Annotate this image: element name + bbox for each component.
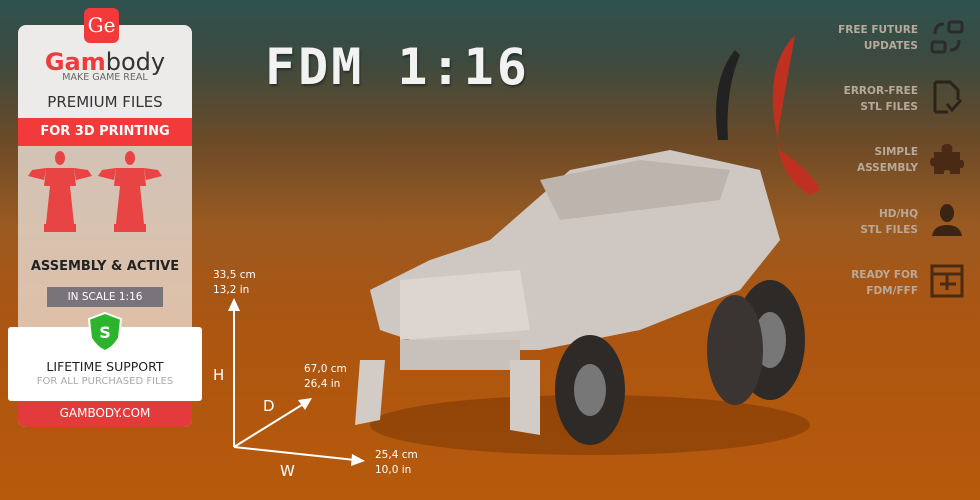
file-check-icon [933, 80, 963, 114]
brand-part1: Gam [44, 48, 106, 76]
feature-simple-assembly: SIMPLE ASSEMBLY [857, 144, 918, 176]
sync-icon [930, 20, 964, 54]
ironman-icon [932, 204, 962, 236]
premium-files-label: PREMIUM FILES [47, 93, 163, 111]
tagline: MAKE GAME REAL [62, 72, 148, 83]
width-in: 10,0 in [375, 464, 412, 476]
figures-area [18, 146, 192, 336]
feature-error-free: ERROR-FREE STL FILES [844, 83, 918, 115]
assembly-figures-icon [28, 151, 162, 232]
printer-icon [930, 264, 964, 298]
brand-part2: body [105, 48, 166, 76]
for-3d-printing-banner: FOR 3D PRINTING [18, 118, 192, 146]
feature-fdm-ready: READY FOR FDM/FFF [851, 267, 918, 299]
support-title: LIFETIME SUPPORT [46, 359, 164, 374]
feature-line2: STL FILES [860, 224, 918, 236]
support-subtitle: FOR ALL PURCHASED FILES [36, 376, 174, 387]
height-cm: 33,5 cm [213, 269, 256, 281]
shield-icon: S [87, 312, 123, 352]
scale-badge: IN SCALE 1:16 [47, 287, 163, 307]
assembly-active-label: ASSEMBLY & ACTIVE [30, 259, 180, 274]
depth-cm: 67,0 cm [304, 363, 347, 375]
feature-line1: FREE FUTURE [838, 24, 918, 36]
width-label: W [280, 462, 295, 480]
depth-in: 26,4 in [304, 378, 341, 390]
height-in: 13,2 in [213, 284, 250, 296]
width-cm: 25,4 cm [375, 449, 418, 461]
feature-line1: HD/HQ [878, 208, 918, 220]
feature-line1: ERROR-FREE [843, 85, 918, 97]
gambody-site-link[interactable]: GAMBODY.COM [18, 401, 192, 427]
feature-line2: UPDATES [863, 40, 918, 52]
feature-line1: READY FOR [851, 269, 918, 281]
depth-label: D [263, 397, 275, 415]
depth-dimension: 67,0 cm 26,4 in [304, 362, 347, 392]
car-model-image [355, 35, 820, 455]
brand-name: Gambody [18, 48, 192, 76]
feature-line1: SIMPLE [874, 146, 918, 158]
shield-letter: S [99, 323, 111, 342]
feature-free-updates: FREE FUTURE UPDATES [838, 22, 918, 54]
gambody-logo-badge: Ge [84, 8, 119, 43]
puzzle-icon [930, 144, 964, 174]
height-dimension: 33,5 cm 13,2 in [213, 268, 256, 298]
feature-line2: FDM/FFF [866, 285, 918, 297]
feature-hd-stl: HD/HQ STL FILES [860, 206, 918, 238]
height-label: H [213, 366, 225, 384]
feature-line2: STL FILES [860, 101, 918, 113]
page-title: FDM 1:16 [265, 38, 530, 96]
width-dimension: 25,4 cm 10,0 in [375, 448, 418, 478]
dimension-axes [228, 298, 365, 466]
feature-line2: ASSEMBLY [856, 162, 918, 174]
